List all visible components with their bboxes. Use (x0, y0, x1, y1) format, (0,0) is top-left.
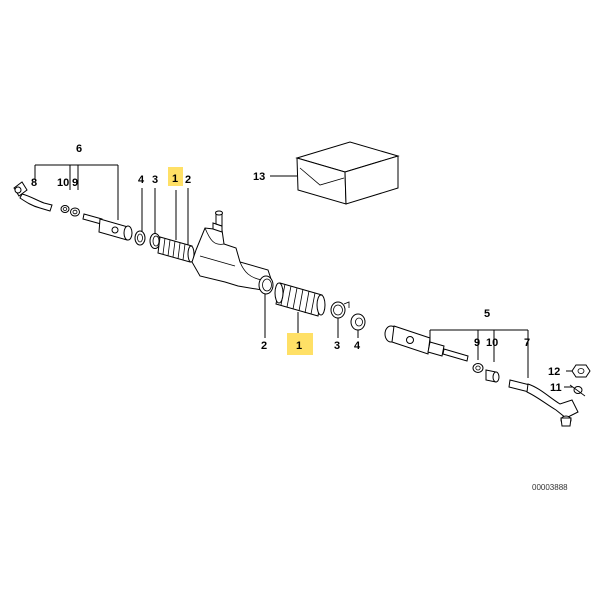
callout-11: 11 (550, 382, 562, 394)
bellows-boot-1-right[interactable] (274, 282, 326, 317)
callout-6: 6 (76, 143, 82, 155)
right-boot-group (258, 275, 366, 338)
callout-9-right: 9 (474, 337, 480, 349)
clamp-3-right[interactable] (330, 301, 350, 319)
callout-3-lower: 3 (334, 340, 340, 352)
callout-8: 8 (31, 177, 37, 189)
callout-9-left: 9 (72, 177, 78, 189)
lock-ring-4-right[interactable] (350, 313, 366, 331)
highlight-part-1-lower (287, 333, 313, 355)
callout-1-lower: 1 (296, 340, 302, 352)
left-boot-group (134, 188, 195, 263)
tie-rod-end-right[interactable] (508, 379, 579, 427)
callout-4-upper: 4 (138, 174, 145, 186)
bushing-10-right[interactable] (485, 369, 500, 383)
lock-ring-4-left[interactable] (134, 230, 146, 246)
callout-3-upper: 3 (152, 174, 158, 186)
right-tie-rod-group (384, 325, 591, 427)
callout-2-upper: 2 (185, 174, 191, 186)
nut-9-right[interactable] (472, 363, 484, 373)
steering-rack-housing[interactable] (191, 210, 273, 291)
bellows-boot-1-left[interactable] (157, 236, 195, 263)
left-tie-rod-group (13, 164, 133, 241)
callout-10-right: 10 (486, 337, 498, 349)
callout-12: 12 (548, 366, 560, 378)
callout-4-lower: 4 (354, 340, 361, 352)
nut-9-left[interactable] (70, 207, 80, 217)
self-locking-nut-12[interactable] (571, 364, 591, 378)
inner-tie-rod-right[interactable] (384, 325, 469, 362)
callout-7: 7 (524, 337, 530, 349)
callout-1-upper: 1 (172, 173, 178, 185)
inner-tie-rod-left[interactable] (82, 213, 133, 241)
tie-rod-end-left[interactable] (13, 181, 53, 212)
callout-10-left: 10 (57, 177, 69, 189)
highlight-part-1-upper (168, 167, 183, 186)
callout-13: 13 (253, 171, 265, 183)
clamp-2-right[interactable] (258, 275, 274, 295)
repair-kit-box-13[interactable] (270, 141, 400, 205)
callout-5: 5 (484, 308, 490, 320)
callout-2-lower: 2 (261, 340, 267, 352)
diagram-id: 00003888 (532, 483, 568, 492)
bushing-10-left[interactable] (60, 205, 70, 213)
